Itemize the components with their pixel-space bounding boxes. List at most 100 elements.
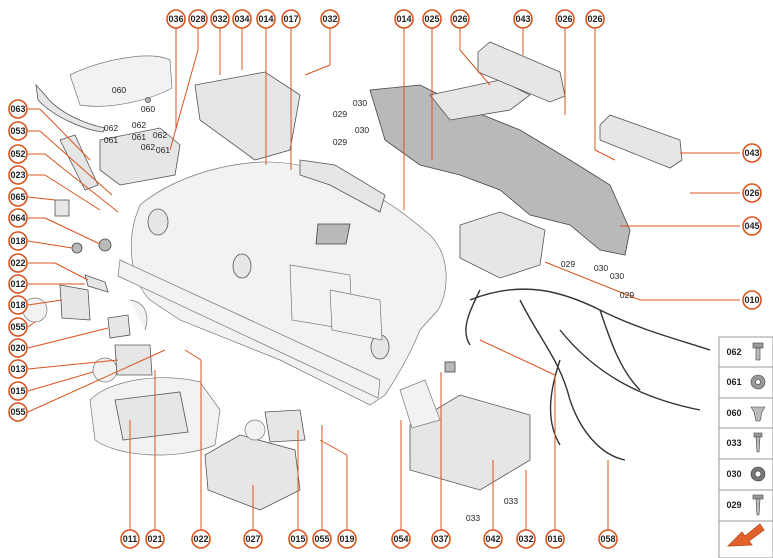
- fuse-box: [459, 211, 546, 279]
- callout-045[interactable]: 045: [742, 216, 762, 236]
- callout-014-right[interactable]: 014: [394, 9, 414, 29]
- part-label-060-a: 060: [112, 85, 126, 95]
- callout-043-top[interactable]: 043: [513, 9, 533, 29]
- vent-center-lower: [264, 409, 306, 443]
- callout-058[interactable]: 058: [598, 529, 618, 549]
- callout-023[interactable]: 023: [8, 165, 28, 185]
- bolt-icon: [752, 342, 764, 361]
- svg-text:017: 017: [283, 14, 298, 24]
- svg-text:034: 034: [234, 14, 249, 24]
- callout-064[interactable]: 064: [8, 208, 28, 228]
- callout-043-right[interactable]: 043: [742, 143, 762, 163]
- callout-010[interactable]: 010: [742, 290, 762, 310]
- callout-053[interactable]: 053: [8, 121, 28, 141]
- callout-017[interactable]: 017: [281, 9, 301, 29]
- dashboard-vent-center: [232, 253, 252, 279]
- glovebox: [409, 394, 531, 491]
- callout-018-a[interactable]: 018: [8, 231, 28, 251]
- part-label-061-c: 061: [156, 145, 170, 155]
- connector-knob: [98, 238, 112, 252]
- svg-text:014: 014: [258, 14, 273, 24]
- callout-020[interactable]: 020: [8, 338, 28, 358]
- svg-text:052: 052: [10, 149, 25, 159]
- callout-019[interactable]: 019: [337, 529, 357, 549]
- callout-026-c[interactable]: 026: [585, 9, 605, 29]
- callout-026-a[interactable]: 026: [450, 9, 470, 29]
- cross-car-beam: [369, 84, 631, 256]
- callout-055-a[interactable]: 055: [8, 317, 28, 337]
- callout-026-d[interactable]: 026: [742, 183, 762, 203]
- cowl-panel-lower: [599, 114, 683, 169]
- air-vent-housing-lower: [114, 344, 153, 376]
- callout-034[interactable]: 034: [232, 9, 252, 29]
- callout-018-b[interactable]: 018: [8, 295, 28, 315]
- svg-text:032: 032: [518, 534, 533, 544]
- svg-text:021: 021: [147, 534, 162, 544]
- svg-text:033: 033: [726, 438, 741, 448]
- legend-row-060: 060: [726, 406, 766, 422]
- callout-015-b[interactable]: 015: [288, 529, 308, 549]
- callout-032-bottom[interactable]: 032: [516, 529, 536, 549]
- mount-bracket-020: [107, 314, 131, 339]
- callout-054[interactable]: 054: [391, 529, 411, 549]
- callout-063[interactable]: 063: [8, 99, 28, 119]
- svg-text:053: 053: [10, 126, 25, 136]
- callout-022-bottom[interactable]: 022: [191, 529, 211, 549]
- callout-013[interactable]: 013: [8, 359, 28, 379]
- svg-text:065: 065: [10, 192, 25, 202]
- leader-lines: [27, 28, 740, 530]
- callout-032-top[interactable]: 032: [210, 9, 230, 29]
- part-label-030-c: 030: [594, 263, 608, 273]
- callout-037[interactable]: 037: [431, 529, 451, 549]
- part-drawings: [22, 41, 711, 511]
- cluster-trim-strip: [35, 83, 106, 133]
- dashboard-glovebox-opening: [329, 289, 383, 341]
- callout-026-b[interactable]: 026: [555, 9, 575, 29]
- svg-text:064: 064: [10, 213, 25, 223]
- callout-012[interactable]: 012: [8, 274, 28, 294]
- callout-022-left[interactable]: 022: [8, 253, 28, 273]
- svg-text:018: 018: [10, 236, 25, 246]
- part-label-062-d: 062: [141, 142, 155, 152]
- callout-036[interactable]: 036: [166, 9, 186, 29]
- callout-052[interactable]: 052: [8, 144, 28, 164]
- fastener-legend: 062 061 060 033 0: [718, 336, 773, 558]
- svg-text:054: 054: [393, 534, 408, 544]
- callout-028[interactable]: 028: [188, 9, 208, 29]
- callout-015-a[interactable]: 015: [8, 381, 28, 401]
- legend-row-029: 029: [726, 494, 764, 516]
- svg-text:055: 055: [10, 322, 25, 332]
- svg-text:023: 023: [10, 170, 25, 180]
- dashboard-panel: [130, 161, 447, 406]
- callout-021[interactable]: 021: [145, 529, 165, 549]
- svg-text:018: 018: [10, 300, 25, 310]
- svg-text:060: 060: [726, 408, 741, 418]
- vent-ring-center-lower: [244, 419, 266, 441]
- callout-042[interactable]: 042: [483, 529, 503, 549]
- part-label-030-d: 030: [610, 271, 624, 281]
- screw-icon: [752, 494, 764, 516]
- callout-011[interactable]: 011: [120, 529, 140, 549]
- svg-text:043: 043: [744, 148, 759, 158]
- svg-text:063: 063: [10, 104, 25, 114]
- callouts: 036 028 032 034 014 017 032 014 025 026 …: [8, 9, 762, 549]
- callout-014-left[interactable]: 014: [256, 9, 276, 29]
- dashboard-lower-rail: [117, 259, 381, 399]
- knee-trim-recess: [114, 391, 189, 441]
- dashboard-vent-left: [147, 208, 169, 236]
- callout-027[interactable]: 027: [243, 529, 263, 549]
- callout-025[interactable]: 025: [422, 9, 442, 29]
- callout-055-b[interactable]: 055: [8, 402, 28, 422]
- callout-055-c[interactable]: 055: [312, 529, 332, 549]
- svg-text:026: 026: [587, 14, 602, 24]
- wiring-harness: [465, 288, 711, 461]
- cable-strap: [129, 299, 148, 331]
- svg-text:013: 013: [10, 364, 25, 374]
- callout-065[interactable]: 065: [8, 187, 28, 207]
- switch-block: [54, 199, 70, 217]
- callout-032-top-right[interactable]: 032: [320, 9, 340, 29]
- storage-tray: [204, 434, 301, 511]
- callout-016[interactable]: 016: [545, 529, 565, 549]
- part-label-033-a: 033: [466, 513, 480, 523]
